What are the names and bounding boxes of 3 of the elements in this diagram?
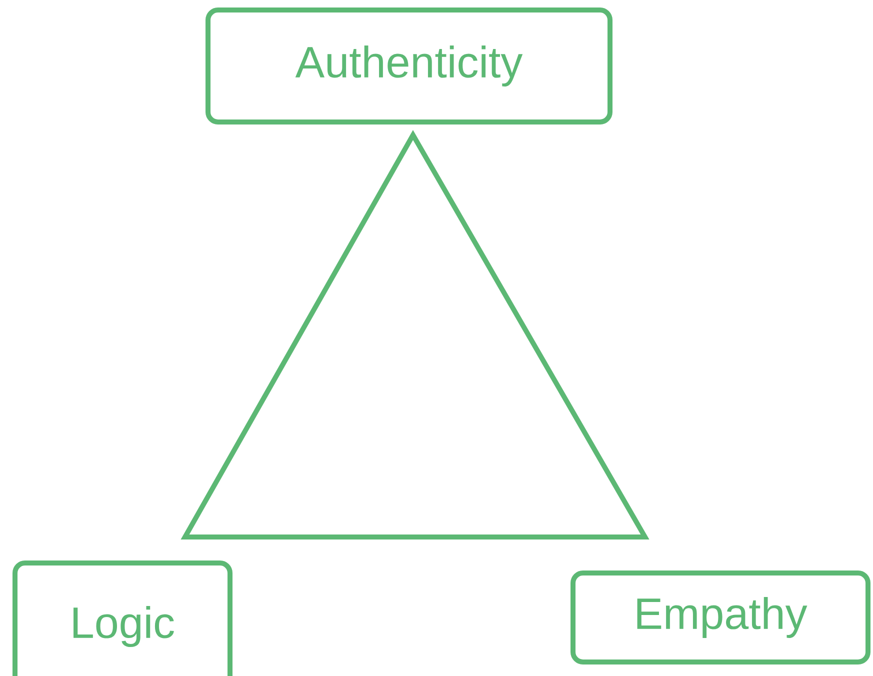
label-box: Empathy (570, 570, 870, 664)
label-box: Authenticity (206, 8, 612, 124)
label-box: Logic (12, 560, 232, 676)
